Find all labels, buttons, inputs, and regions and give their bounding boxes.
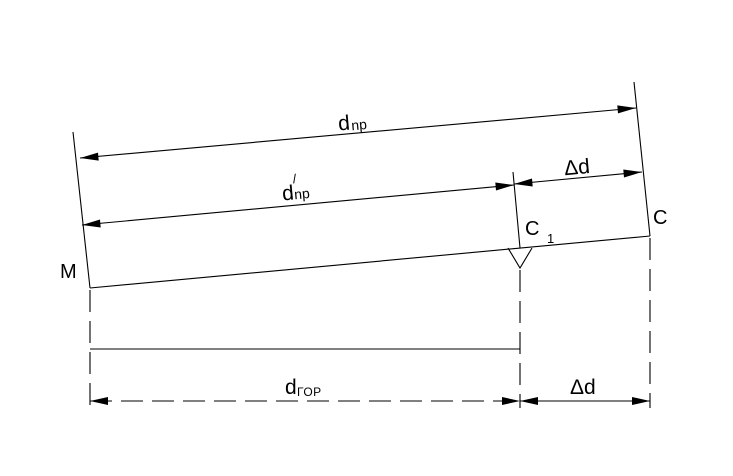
label-d-np-prime-subscript: np xyxy=(293,185,310,202)
arrowhead-delta-d-top-left xyxy=(514,178,533,187)
label-point-c1: C xyxy=(525,218,539,240)
inclined-line-m-c xyxy=(89,235,651,289)
label-d-np-subscript: np xyxy=(351,116,368,133)
level-symbol xyxy=(507,247,533,270)
label-delta-d-top-group: Δd xyxy=(563,155,591,180)
dim-line-delta-d-top xyxy=(513,171,643,185)
extension-line-m xyxy=(72,131,91,289)
arrowhead-delta-d-bottom-right xyxy=(632,397,650,405)
arrowhead-delta-d-bottom-left xyxy=(520,397,538,405)
label-d-gor-subscript: ГОР xyxy=(297,385,322,399)
extension-line-c xyxy=(633,81,651,237)
label-point-m: M xyxy=(60,261,77,283)
arrowhead-d-gor-right xyxy=(502,397,520,405)
label-delta-d-top: Δd xyxy=(563,155,591,180)
extension-line-c1 xyxy=(512,171,521,249)
label-delta-d-bottom: Δd xyxy=(570,376,596,399)
arrowhead-delta-d-top-right xyxy=(623,169,642,178)
label-d-np-group: d np xyxy=(337,112,368,136)
label-point-c1-subscript: 1 xyxy=(547,231,554,246)
label-d-np: d xyxy=(337,112,351,136)
dim-line-d-np-prime xyxy=(81,184,515,226)
arrowhead-d-np-right xyxy=(617,105,636,114)
arrowhead-d-np-prime-left xyxy=(82,219,101,228)
label-point-c: C xyxy=(653,207,667,229)
label-d-np-prime: d xyxy=(281,181,295,205)
arrowhead-d-gor-left xyxy=(90,397,108,405)
arrowhead-d-np-left xyxy=(80,152,99,161)
label-d-np-prime-mark: / xyxy=(292,171,297,186)
arrowhead-d-np-prime-right xyxy=(495,182,514,191)
label-d-gor: d xyxy=(285,376,297,399)
label-d-np-prime-group: d / np xyxy=(281,171,311,205)
dim-line-d-np xyxy=(79,107,637,159)
